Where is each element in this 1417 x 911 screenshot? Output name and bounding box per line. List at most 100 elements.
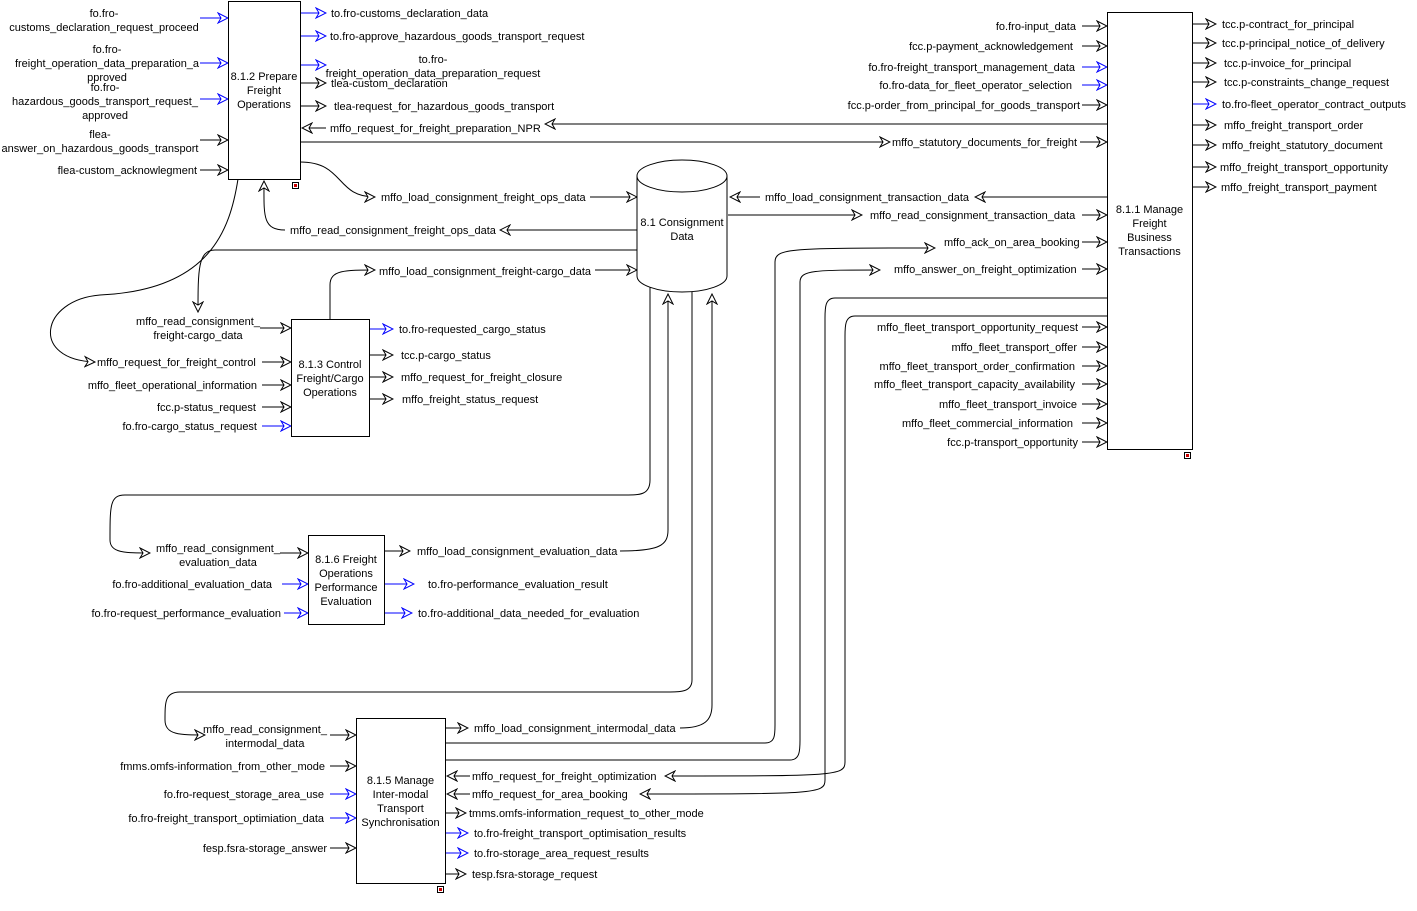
flow-label[interactable]: mffo_read_consignment_freight-cargo_data: [136, 316, 261, 342]
flow-label[interactable]: tcc.p-constraints_change_request: [1224, 77, 1389, 89]
flow-label[interactable]: fo.fro-data_for_fleet_operator_selection: [879, 80, 1072, 92]
flow-label[interactable]: fo.fro-freight_transport_management_data: [868, 62, 1076, 74]
process-label: Operations: [237, 99, 291, 111]
flow-label[interactable]: tlea-request_for_hazardous_goods_transpo…: [334, 101, 554, 113]
flow-label[interactable]: flea-custom_acknowlegment: [58, 165, 197, 177]
decomposition-icon-mark: [294, 184, 297, 187]
flow-label-line: fo.fro-cargo_status_request: [122, 421, 257, 433]
process-8-1-5[interactable]: 8.1.5 ManageInter-modalTransportSynchron…: [356, 718, 446, 893]
flow-connector: [198, 249, 637, 312]
flow-label[interactable]: to.fro-additional_data_needed_for_evalua…: [418, 608, 639, 620]
flow-label[interactable]: to.fro-approve_hazardous_goods_transport…: [330, 31, 584, 43]
flow-label[interactable]: fo.fro-customs_declaration_request_proce…: [9, 8, 199, 34]
flow-label[interactable]: tcc.p-principal_notice_of_delivery: [1222, 38, 1385, 50]
flow-label[interactable]: to.fro-storage_area_request_results: [474, 848, 649, 860]
flow-label[interactable]: fcc.p-transport_opportunity: [947, 437, 1078, 449]
flow-label[interactable]: to.fro-requested_cargo_status: [399, 324, 546, 336]
flow-label[interactable]: mffo_ack_on_area_booking: [944, 237, 1080, 249]
flow-label[interactable]: mffo_fleet_transport_offer: [951, 342, 1077, 354]
flow-label[interactable]: fmms.omfs-information_from_other_mode: [120, 761, 325, 773]
flow-label[interactable]: mffo_freight_statutory_document: [1222, 140, 1383, 152]
flow-lines: [50, 13, 1216, 874]
flow-label-line: fo.fro-freight_transport_optimiation_dat…: [128, 813, 325, 825]
flow-label-line: freight_operation_data_preparation_reque…: [326, 68, 541, 80]
flow-label[interactable]: mffo_freight_transport_order: [1224, 120, 1364, 132]
flow-label[interactable]: fcc.p-payment_acknowledgement: [909, 41, 1073, 53]
flow-label[interactable]: mffo_fleet_transport_order_confirmation: [880, 361, 1075, 373]
flow-label[interactable]: fo.fro-input_data: [996, 21, 1077, 33]
flow-label[interactable]: mffo_read_consignment_intermodal_data: [203, 724, 328, 750]
flow-label[interactable]: mffo_fleet_transport_invoice: [939, 399, 1077, 411]
process-label: 8.1.2 Prepare: [231, 71, 298, 83]
flow-label[interactable]: mffo_freight_transport_payment: [1221, 182, 1377, 194]
flow-label[interactable]: to.fro-freight_operation_data_preparatio…: [326, 54, 541, 80]
process-box: [291, 319, 370, 437]
flow-label[interactable]: fo.fro-hazardous_goods_transport_request…: [12, 82, 199, 122]
flow-label-line: mffo_freight_status_request: [402, 394, 538, 406]
flow-label-line: mffo_freight_transport_payment: [1221, 182, 1377, 194]
flow-label-line: approved: [82, 110, 128, 122]
process-label: Performance: [315, 582, 378, 594]
flow-label[interactable]: to.fro-freight_transport_optimisation_re…: [474, 828, 687, 840]
flow-label[interactable]: mffo_load_consignment_evaluation_data: [417, 546, 618, 558]
flow-label[interactable]: mffo_fleet_transport_opportunity_request: [877, 322, 1078, 334]
flow-label[interactable]: mffo_load_consignment_freight_ops_data: [381, 192, 587, 204]
flow-label[interactable]: fcc.p-order_from_principal_for_goods_tra…: [848, 100, 1080, 112]
flow-label[interactable]: mffo_load_consignment_intermodal_data: [474, 723, 676, 735]
process-label: 8.1.5 Manage: [367, 775, 434, 787]
flow-label[interactable]: mffo_freight_status_request: [402, 394, 538, 406]
flow-label[interactable]: mffo_read_consignment_transaction_data: [870, 210, 1076, 222]
flow-label[interactable]: mffo_answer_on_freight_optimization: [894, 264, 1077, 276]
flow-label[interactable]: fcc.p-status_request: [157, 402, 256, 414]
flow-label[interactable]: mffo_fleet_commercial_information: [902, 418, 1073, 430]
process-8-1-6[interactable]: 8.1.6 FreightOperationsPerformanceEvalua…: [308, 535, 385, 625]
flow-label[interactable]: mffo_request_for_freight_control: [97, 357, 256, 369]
flow-label[interactable]: mffo_request_for_freight_closure: [401, 372, 562, 384]
flow-label[interactable]: fo.fro-request_storage_area_use: [164, 789, 324, 801]
flow-labels: fo.fro-customs_declaration_request_proce…: [2, 8, 1407, 881]
flow-label-line: freight_operation_data_preparation_a: [15, 58, 200, 70]
flow-label[interactable]: mffo_fleet_transport_capacity_availabili…: [874, 379, 1075, 391]
flow-label[interactable]: to.fro-fleet_operator_contract_outputs: [1222, 99, 1407, 111]
flow-label[interactable]: mffo_read_consignment_freight_ops_data: [290, 225, 497, 237]
process-box: [1107, 12, 1193, 450]
flow-label[interactable]: to.fro-customs_declaration_data: [331, 8, 489, 20]
flow-label[interactable]: tcc.p-cargo_status: [401, 350, 491, 362]
flow-label-line: mffo_read_consignment_freight_ops_data: [290, 225, 497, 237]
flow-label-line: mffo_read_consignment_: [203, 724, 328, 736]
flow-label[interactable]: mffo_load_consignment_freight-cargo_data: [379, 266, 592, 278]
flow-label[interactable]: mffo_fleet_operational_information: [88, 380, 257, 392]
flow-label[interactable]: fo.fro-additional_evaluation_data: [112, 579, 273, 591]
cylinder-top: [636, 159, 728, 193]
flow-label[interactable]: flea-answer_on_hazardous_goods_transport: [2, 129, 199, 155]
flow-label[interactable]: fo.fro-cargo_status_request: [122, 421, 257, 433]
flow-label[interactable]: fo.fro-freight_operation_data_preparatio…: [15, 44, 200, 84]
flow-label[interactable]: mffo_read_consignment_evaluation_data: [156, 543, 281, 569]
flow-label[interactable]: mffo_request_for_area_booking: [472, 789, 628, 801]
flow-label-line: mffo_request_for_area_booking: [472, 789, 628, 801]
flow-label[interactable]: tcc.p-invoice_for_principal: [1224, 58, 1351, 70]
flow-label[interactable]: to.fro-performance_evaluation_result: [428, 579, 608, 591]
flow-label[interactable]: tcc.p-contract_for_principal: [1222, 19, 1354, 31]
flow-label[interactable]: mffo_request_for_freight_preparation_NPR: [330, 123, 541, 135]
flow-label-line: fo.fro-freight_transport_management_data: [868, 62, 1076, 74]
flow-label[interactable]: fo.fro-freight_transport_optimiation_dat…: [128, 813, 325, 825]
flow-label[interactable]: mffo_load_consignment_transaction_data: [765, 192, 970, 204]
flow-label[interactable]: mffo_freight_transport_opportunity: [1220, 162, 1388, 174]
flow-label[interactable]: mffo_statutory_documents_for_freight: [892, 137, 1077, 149]
flow-label[interactable]: tesp.fsra-storage_request: [472, 869, 597, 881]
flow-label-line: customs_declaration_request_proceed: [9, 22, 199, 34]
process-label: Freight: [1132, 218, 1166, 230]
flow-label[interactable]: tmms.omfs-information_request_to_other_m…: [469, 808, 704, 820]
flow-label[interactable]: fesp.fsra-storage_answer: [203, 843, 327, 855]
flow-connector: [299, 161, 375, 197]
flow-label[interactable]: fo.fro-request_performance_evaluation: [91, 608, 281, 620]
process-label: Transactions: [1118, 246, 1181, 258]
flow-label[interactable]: mffo_request_for_freight_optimization: [472, 771, 656, 783]
flow-label-line: to.fro-fleet_operator_contract_outputs: [1222, 99, 1407, 111]
flow-label[interactable]: tlea-custom_declaration: [331, 78, 448, 90]
